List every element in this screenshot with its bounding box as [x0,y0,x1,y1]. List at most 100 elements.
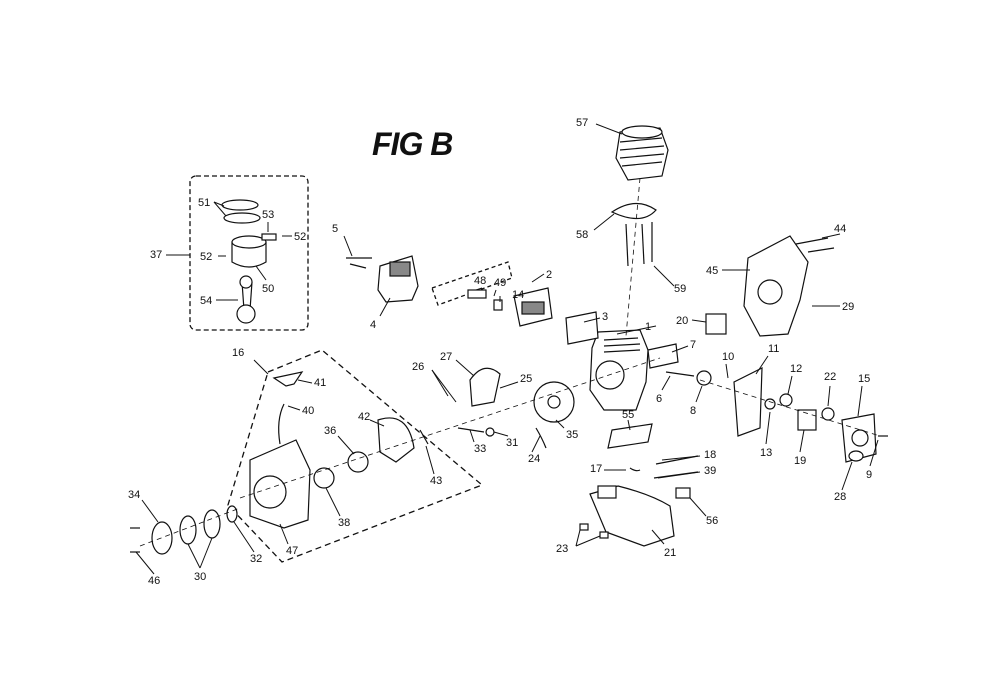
leader-23b [575,535,601,547]
callout-12: 12 [790,363,802,375]
starter-group-outline [227,349,484,563]
leader-39 [657,471,701,479]
callout-27: 27 [440,351,452,363]
cylinder-fins [603,337,641,353]
fuel-tank-neck [597,485,617,499]
callout-53: 53 [262,209,274,221]
callout-35: 35 [566,429,578,441]
leader-40 [287,405,301,411]
part-13 [764,398,776,410]
gasket-7 [647,343,679,369]
leader-44 [821,233,841,239]
callout-32: 32 [250,553,262,565]
leader-28 [841,461,853,491]
leader-20 [691,319,707,323]
leader-46 [135,551,155,575]
starter-handle [272,371,304,387]
leader-26b [431,369,457,403]
callout-50: 50 [262,283,274,295]
pin-33 [457,427,485,433]
callout-40: 40 [302,405,314,417]
carburetor [797,409,817,431]
piston-ring-lower [223,212,261,224]
piston-kit-box [189,175,309,331]
piston [231,241,267,268]
callout-8: 8 [690,405,696,417]
plate-55 [607,423,653,449]
leader-49 [493,289,497,297]
figure-title: FIG B [372,126,453,162]
bolt-59b [641,223,645,265]
leader-48 [475,287,483,291]
callout-26: 26 [412,361,424,373]
callout-51: 51 [198,197,210,209]
callout-56: 56 [706,515,718,527]
leader-lines [135,123,879,575]
leader-22 [827,385,831,407]
gasket-3 [565,311,599,345]
callout-31: 31 [506,437,518,449]
callout-44: 44 [834,223,846,235]
callout-2: 2 [546,269,552,281]
callout-25: 25 [520,373,532,385]
gasket-20 [705,313,727,335]
leader-57 [595,123,623,135]
leader-30a [187,543,201,569]
callout-17: 17 [590,463,602,475]
leader-4 [379,297,391,317]
leader-27 [455,359,475,377]
clutch-drum [151,521,173,555]
flywheel-hub [547,395,561,409]
leader-9 [869,439,879,467]
callout-7: 7 [690,339,696,351]
leader-36 [337,435,355,455]
leader-19 [799,429,805,453]
leader-5 [343,235,353,257]
callout-24: 24 [528,453,540,465]
callout-19: 19 [794,455,806,467]
leader-47 [279,523,289,545]
callout-9: 9 [866,469,872,481]
leader-43 [425,445,435,475]
callout-4: 4 [370,319,376,331]
leader-23a [575,529,581,547]
callout-57: 57 [576,117,588,129]
callout-18: 18 [704,449,716,461]
muffler-part-14 [493,299,503,311]
leader-10 [725,363,729,379]
leader-8 [695,385,703,403]
starter-rope [278,403,285,445]
callout-41: 41 [314,377,326,389]
leader-24 [531,435,541,453]
callout-14: 14 [512,289,524,301]
leader-30b [199,537,213,569]
leader-16 [253,359,269,375]
callout-33: 33 [474,443,486,455]
leader-38 [325,487,341,517]
callout-34: 34 [128,489,140,501]
screw-23a [579,523,589,531]
callout-numbers: 1 2 3 4 5 6 7 8 9 10 11 12 13 14 15 16 1… [128,117,872,587]
shaft-6 [665,371,695,377]
leader-1 [616,325,657,335]
leader-31 [493,431,509,437]
starter-grill [253,475,287,509]
leader-55 [627,419,631,431]
callout-43: 43 [430,475,442,487]
leader-51a [213,201,225,207]
leader-2 [531,273,545,283]
part-28 [848,450,864,462]
housing-port [757,279,783,305]
callout-54: 54 [200,295,212,307]
callout-22: 22 [824,371,836,383]
bolt-59a [625,223,629,267]
callout-59: 59 [674,283,686,295]
leader-33 [469,429,475,443]
gasket-58 [610,202,657,220]
screw-44b [807,247,835,253]
callout-52b: 52 [294,231,306,243]
callout-13: 13 [760,447,772,459]
leader-35 [555,419,565,429]
